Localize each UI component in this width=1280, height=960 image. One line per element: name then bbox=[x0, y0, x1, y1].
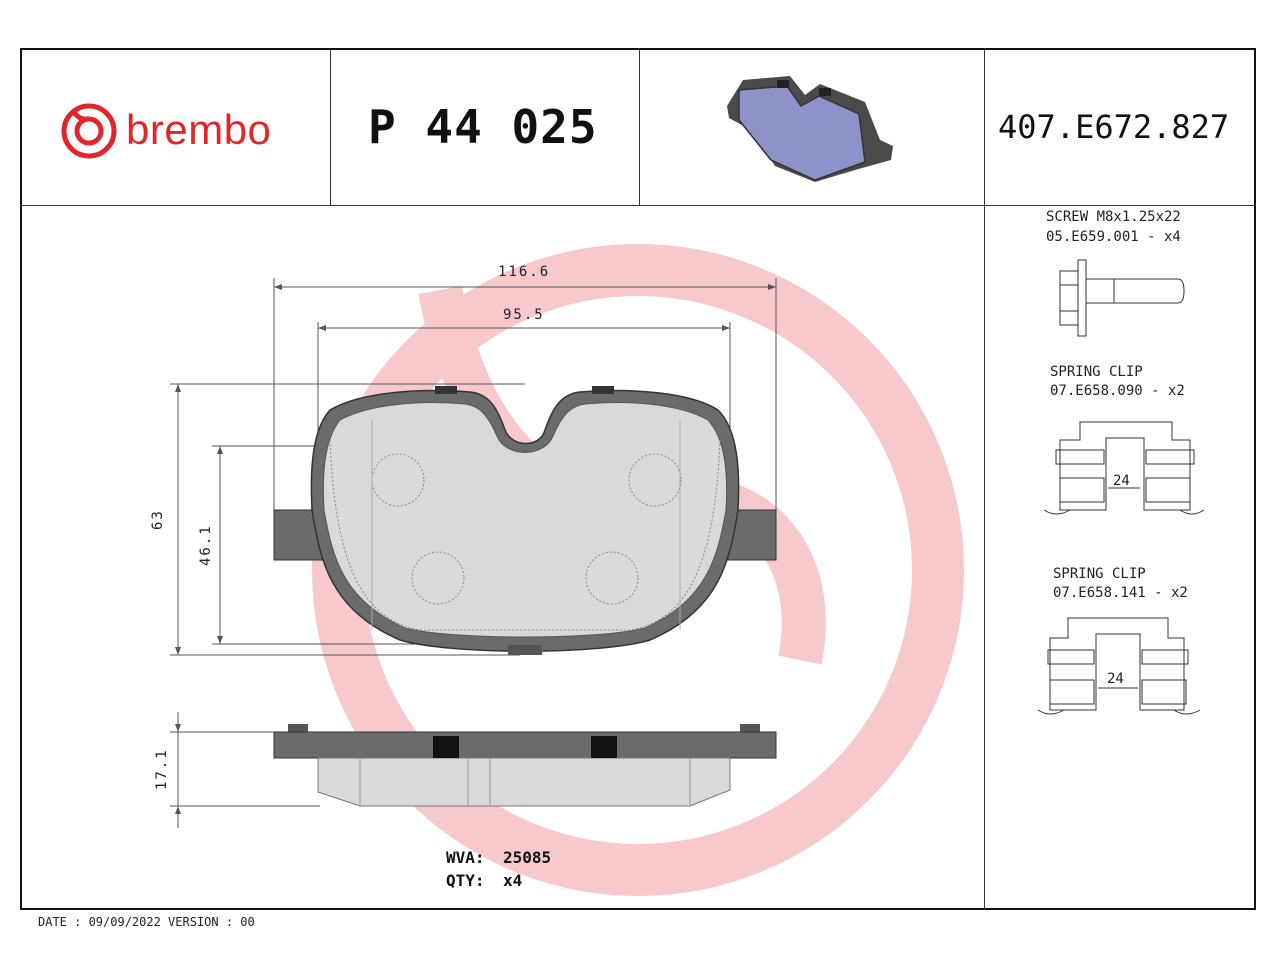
accessory-3-name: SPRING CLIP bbox=[1053, 566, 1146, 582]
brand-name: brembo bbox=[126, 106, 272, 153]
wva-label: WVA: bbox=[446, 848, 485, 867]
part-number: P 44 025 bbox=[368, 100, 598, 154]
wva-value: 25085 bbox=[503, 848, 552, 867]
dim-height-overall: 63 bbox=[150, 509, 166, 530]
accessory-1-name: SCREW M8x1.25x22 bbox=[1046, 209, 1181, 225]
accessory-2-code: 07.E658.090 - x2 bbox=[1050, 383, 1185, 399]
accessory-2-name: SPRING CLIP bbox=[1050, 364, 1143, 380]
divider-logo-part bbox=[330, 50, 331, 205]
drawing-frame bbox=[20, 48, 1256, 910]
dim-width-overall: 116.6 bbox=[498, 264, 551, 280]
brembo-logo-icon bbox=[61, 103, 117, 159]
brake-pad-3d-icon bbox=[727, 76, 893, 182]
dim-thickness: 17.1 bbox=[154, 748, 170, 790]
dim-width-inner: 95.5 bbox=[503, 307, 545, 323]
clip-1-dim: 24 bbox=[1113, 473, 1130, 489]
accessory-1-code: 05.E659.001 - x4 bbox=[1046, 229, 1181, 245]
qty-label: QTY: bbox=[446, 871, 485, 890]
spring-clip-icon bbox=[1037, 617, 1201, 715]
screw-icon bbox=[1059, 259, 1185, 337]
divider-image-ref bbox=[984, 50, 985, 910]
spring-clip-icon bbox=[1043, 421, 1205, 515]
accessory-3-code: 07.E658.141 - x2 bbox=[1053, 585, 1188, 601]
qty-value: x4 bbox=[503, 871, 523, 890]
footer-date-version: DATE : 09/09/2022 VERSION : 00 bbox=[38, 915, 255, 929]
header-bottom-line bbox=[22, 205, 1256, 206]
clip-2-dim: 24 bbox=[1107, 671, 1124, 687]
dim-height-inner: 46.1 bbox=[198, 524, 214, 566]
reference-number: 407.E672.827 bbox=[998, 108, 1230, 146]
divider-part-image bbox=[639, 50, 640, 205]
